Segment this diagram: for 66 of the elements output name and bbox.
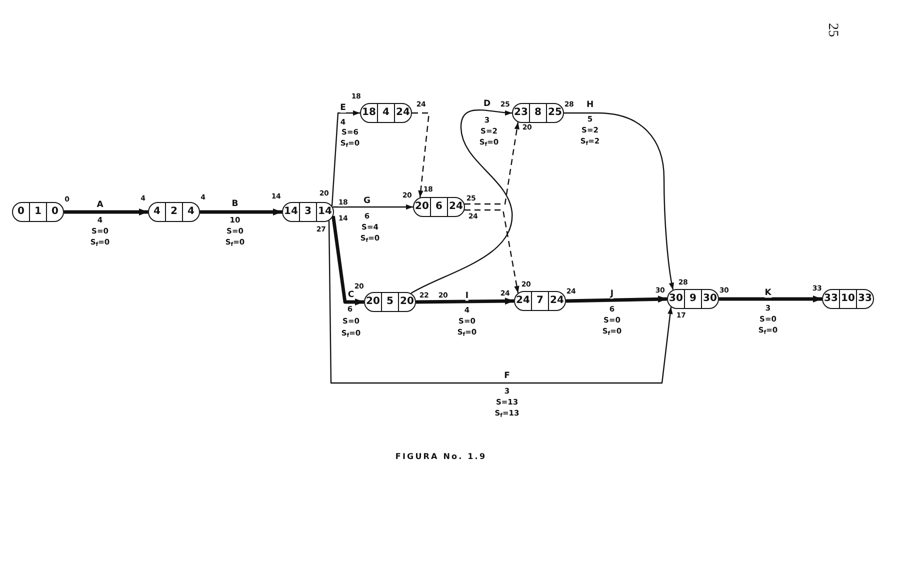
late-time: 33 <box>856 290 873 308</box>
event-number: 10 <box>839 290 856 308</box>
activity-label: K <box>764 288 772 298</box>
dashed-arrow <box>412 112 430 198</box>
arrow <box>331 110 360 206</box>
activity-label: E <box>340 104 346 112</box>
early-time: 20 <box>414 200 430 214</box>
event-number: 8 <box>529 104 546 122</box>
arrow <box>410 109 513 294</box>
late-time: 0 <box>46 203 63 221</box>
activity-label: F <box>504 372 510 380</box>
late-time: 14 <box>316 203 333 221</box>
thick-arrow <box>332 216 364 306</box>
activity-label: G <box>364 196 370 206</box>
early-time: 14 <box>283 205 299 219</box>
early-time: 4 <box>152 205 162 219</box>
early-time: 23 <box>513 106 529 120</box>
event-node <box>364 292 416 312</box>
dashed-arrow <box>464 209 520 294</box>
late-time: 24 <box>447 198 464 216</box>
late-time: 30 <box>701 290 718 308</box>
event-number: 7 <box>531 292 548 310</box>
event-number: 2 <box>165 203 182 221</box>
event-node <box>514 291 566 311</box>
early-time: 33 <box>823 292 839 306</box>
arrow <box>328 220 673 384</box>
event-node <box>282 202 334 222</box>
thick-arrow <box>719 296 822 302</box>
figure-caption: FIGURA No. 1.9 <box>395 453 487 461</box>
early-time: 30 <box>668 292 684 306</box>
thick-arrow <box>416 298 514 305</box>
event-node <box>512 103 564 123</box>
early-time: 18 <box>361 106 377 120</box>
event-node <box>12 202 64 222</box>
event-number: 3 <box>299 203 316 221</box>
activity-label: J <box>610 290 614 298</box>
event-node <box>148 202 200 222</box>
thick-arrow <box>566 296 668 303</box>
early-time: 20 <box>365 295 381 309</box>
activity-label: D <box>483 100 491 108</box>
arrow <box>564 112 674 290</box>
event-number: 9 <box>684 290 701 308</box>
late-time: 24 <box>394 104 411 122</box>
event-node <box>822 289 874 309</box>
late-time: 20 <box>398 293 415 311</box>
dashed-arrow <box>464 122 520 205</box>
event-number: 5 <box>381 293 398 311</box>
activity-label: H <box>586 100 594 110</box>
early-time: 0 <box>16 205 26 219</box>
late-time: 25 <box>546 104 563 122</box>
arrow <box>332 204 413 210</box>
event-number: 4 <box>377 104 394 122</box>
activity-label: C <box>348 290 354 300</box>
event-number: 6 <box>430 198 447 216</box>
activity-label: A <box>96 200 104 210</box>
event-number: 1 <box>29 203 46 221</box>
late-time: 24 <box>548 292 565 310</box>
event-node <box>413 197 465 217</box>
event-node <box>360 103 412 123</box>
early-time: 24 <box>515 294 531 308</box>
thick-arrow <box>200 208 282 216</box>
thick-arrow <box>64 208 148 216</box>
event-node <box>667 289 719 309</box>
activity-label: B <box>232 200 238 208</box>
late-time: 4 <box>182 203 199 221</box>
activity-label: I <box>465 292 469 300</box>
